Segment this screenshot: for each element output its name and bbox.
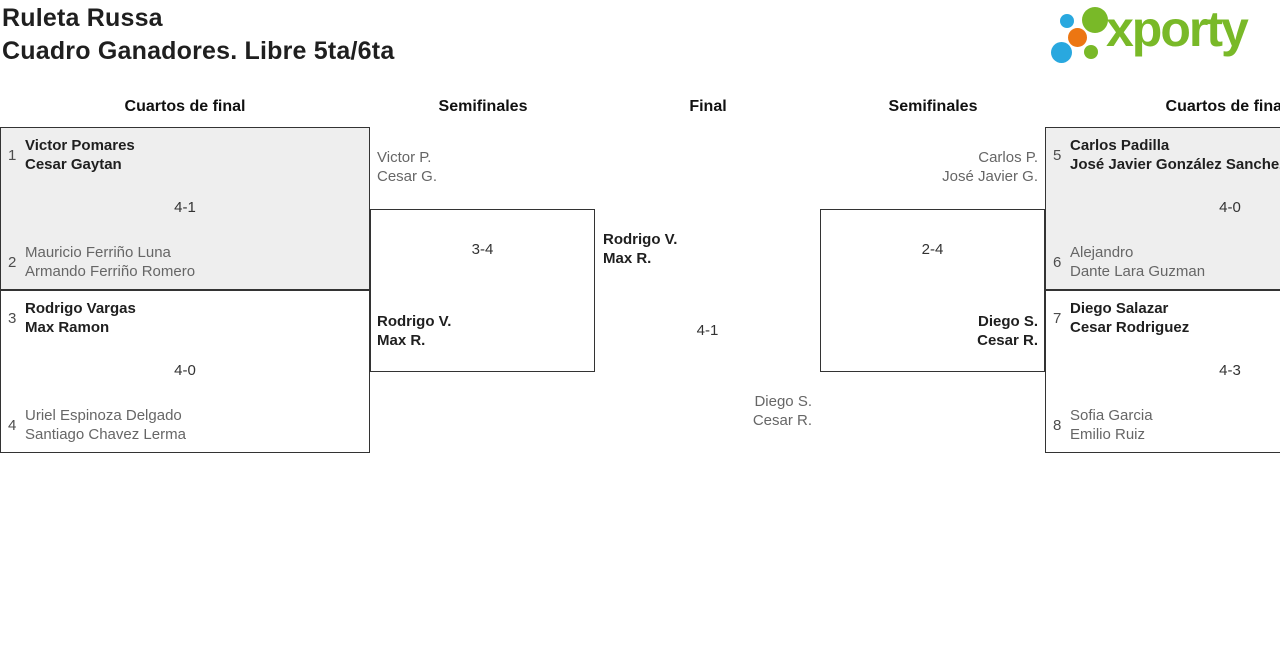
player-name: José Javier G. xyxy=(942,168,1038,185)
seed-number: 3 xyxy=(8,309,17,327)
team-entry: 3 Rodrigo Vargas Max Ramon xyxy=(8,299,136,337)
final-score: 4-1 xyxy=(696,322,719,339)
logo-dot-blue-large-icon xyxy=(1051,42,1072,63)
seed-number: 6 xyxy=(1053,253,1062,271)
team-names: Mauricio Ferriño Luna Armando Ferriño Ro… xyxy=(25,243,195,281)
qf-match-4-box: 7 Diego Salazar Cesar Rodriguez 4-3 8 So… xyxy=(1045,290,1280,453)
player-name: Rodrigo V. xyxy=(603,231,678,248)
team-names: Alejandro Dante Lara Guzman xyxy=(1070,243,1205,281)
logo-dot-green-small-icon xyxy=(1084,45,1098,59)
player-name: Dante Lara Guzman xyxy=(1070,263,1206,280)
logo-dot-blue-small-icon xyxy=(1060,14,1074,28)
player-name: Victor P. xyxy=(377,149,432,166)
team-entry: 1 Victor Pomares Cesar Gaytan xyxy=(8,136,135,174)
player-name: Cesar R. xyxy=(752,412,812,429)
final-loser-team: Diego S. Cesar R. xyxy=(595,392,812,430)
column-header-quarterfinals-left: Cuartos de final xyxy=(124,98,246,115)
qf-match-1-box: 1 Victor Pomares Cesar Gaytan 4-1 2 Maur… xyxy=(0,127,370,290)
player-name: Carlos Padilla xyxy=(1070,137,1170,154)
qf-match-3-box: 5 Carlos Padilla José Javier González Sa… xyxy=(1045,127,1280,290)
bracket-subtitle: Cuadro Ganadores. Libre 5ta/6ta xyxy=(2,37,395,65)
logo-dot-orange-icon xyxy=(1068,28,1087,47)
seed-number: 5 xyxy=(1053,146,1062,164)
semifinal-right-top-team: Carlos P. José Javier G. xyxy=(820,148,1038,186)
match-score: 2-4 xyxy=(921,241,944,258)
player-name: Rodrigo Vargas xyxy=(25,300,136,317)
player-name: Carlos P. xyxy=(978,149,1038,166)
semifinal-left-winner: Rodrigo V. Max R. xyxy=(377,312,451,350)
player-name: Mauricio Ferriño Luna xyxy=(25,244,171,261)
player-name: Cesar R. xyxy=(977,332,1038,349)
qf-match-2-box: 3 Rodrigo Vargas Max Ramon 4-0 4 Uriel E… xyxy=(0,290,370,453)
match-score: 4-0 xyxy=(1219,199,1241,216)
player-name: Cesar Gaytan xyxy=(25,156,122,173)
seed-number: 7 xyxy=(1053,309,1062,327)
final-winner-team: Rodrigo V. Max R. xyxy=(603,230,677,268)
semifinal-left-top-team: Victor P. Cesar G. xyxy=(377,148,437,186)
column-header-semifinals-right: Semifinales xyxy=(888,98,978,115)
team-entry: 2 Mauricio Ferriño Luna Armando Ferriño … xyxy=(8,243,195,281)
seed-number: 1 xyxy=(8,146,17,164)
team-names: Uriel Espinoza Delgado Santiago Chavez L… xyxy=(25,406,186,444)
page-title: Ruleta Russa Cuadro Ganadores. Libre 5ta… xyxy=(2,2,394,68)
logo-dot-green-large-icon xyxy=(1082,7,1108,33)
seed-number: 4 xyxy=(8,416,17,434)
player-name: Max R. xyxy=(603,250,652,267)
seed-number: 8 xyxy=(1053,416,1062,434)
column-header-final: Final xyxy=(689,98,727,115)
match-score: 3-4 xyxy=(471,241,494,258)
team-entry: 7 Diego Salazar Cesar Rodriguez xyxy=(1053,299,1189,337)
match-score: 4-1 xyxy=(174,199,196,216)
semifinal-right-winner: Diego S. Cesar R. xyxy=(977,312,1038,350)
column-header-quarterfinals-right: Cuartos de final xyxy=(1165,98,1280,115)
player-name: Sofia Garcia xyxy=(1070,407,1153,424)
team-entry: 6 Alejandro Dante Lara Guzman xyxy=(1053,243,1205,281)
sf-right-box: 2-4 Diego S. Cesar R. xyxy=(820,209,1045,372)
player-name: Santiago Chavez Lerma xyxy=(25,426,186,443)
player-name: Diego Salazar xyxy=(1070,300,1169,317)
team-names: Victor Pomares Cesar Gaytan xyxy=(25,136,135,174)
player-name: José Javier González Sanchez xyxy=(1070,156,1280,173)
team-names: Sofia Garcia Emilio Ruiz xyxy=(1070,406,1153,444)
column-header-semifinals-left: Semifinales xyxy=(438,98,528,115)
team-names: Carlos Padilla José Javier González Sanc… xyxy=(1070,136,1280,174)
team-names: Diego Salazar Cesar Rodriguez xyxy=(1070,299,1189,337)
player-name: Rodrigo V. xyxy=(377,313,452,330)
player-name: Victor Pomares xyxy=(25,137,135,154)
team-entry: 5 Carlos Padilla José Javier González Sa… xyxy=(1053,136,1280,174)
player-name: Diego S. xyxy=(977,313,1038,330)
sf-left-box: 3-4 Rodrigo V. Max R. xyxy=(370,209,595,372)
match-score: 4-0 xyxy=(174,362,196,379)
xporty-wordmark: xporty xyxy=(1106,1,1249,57)
player-name: Emilio Ruiz xyxy=(1070,426,1146,443)
player-name: Cesar G. xyxy=(377,168,438,185)
player-name: Cesar Rodriguez xyxy=(1070,319,1190,336)
team-entry: 4 Uriel Espinoza Delgado Santiago Chavez… xyxy=(8,406,186,444)
match-score: 4-3 xyxy=(1219,362,1241,379)
team-entry: 8 Sofia Garcia Emilio Ruiz xyxy=(1053,406,1153,444)
player-name: Uriel Espinoza Delgado xyxy=(25,407,182,424)
player-name: Max Ramon xyxy=(25,319,110,336)
tournament-name: Ruleta Russa xyxy=(2,4,163,32)
player-name: Diego S. xyxy=(754,393,812,410)
player-name: Alejandro xyxy=(1070,244,1134,261)
seed-number: 2 xyxy=(8,253,17,271)
team-names: Rodrigo Vargas Max Ramon xyxy=(25,299,136,337)
player-name: Armando Ferriño Romero xyxy=(25,263,196,280)
player-name: Max R. xyxy=(377,332,426,349)
